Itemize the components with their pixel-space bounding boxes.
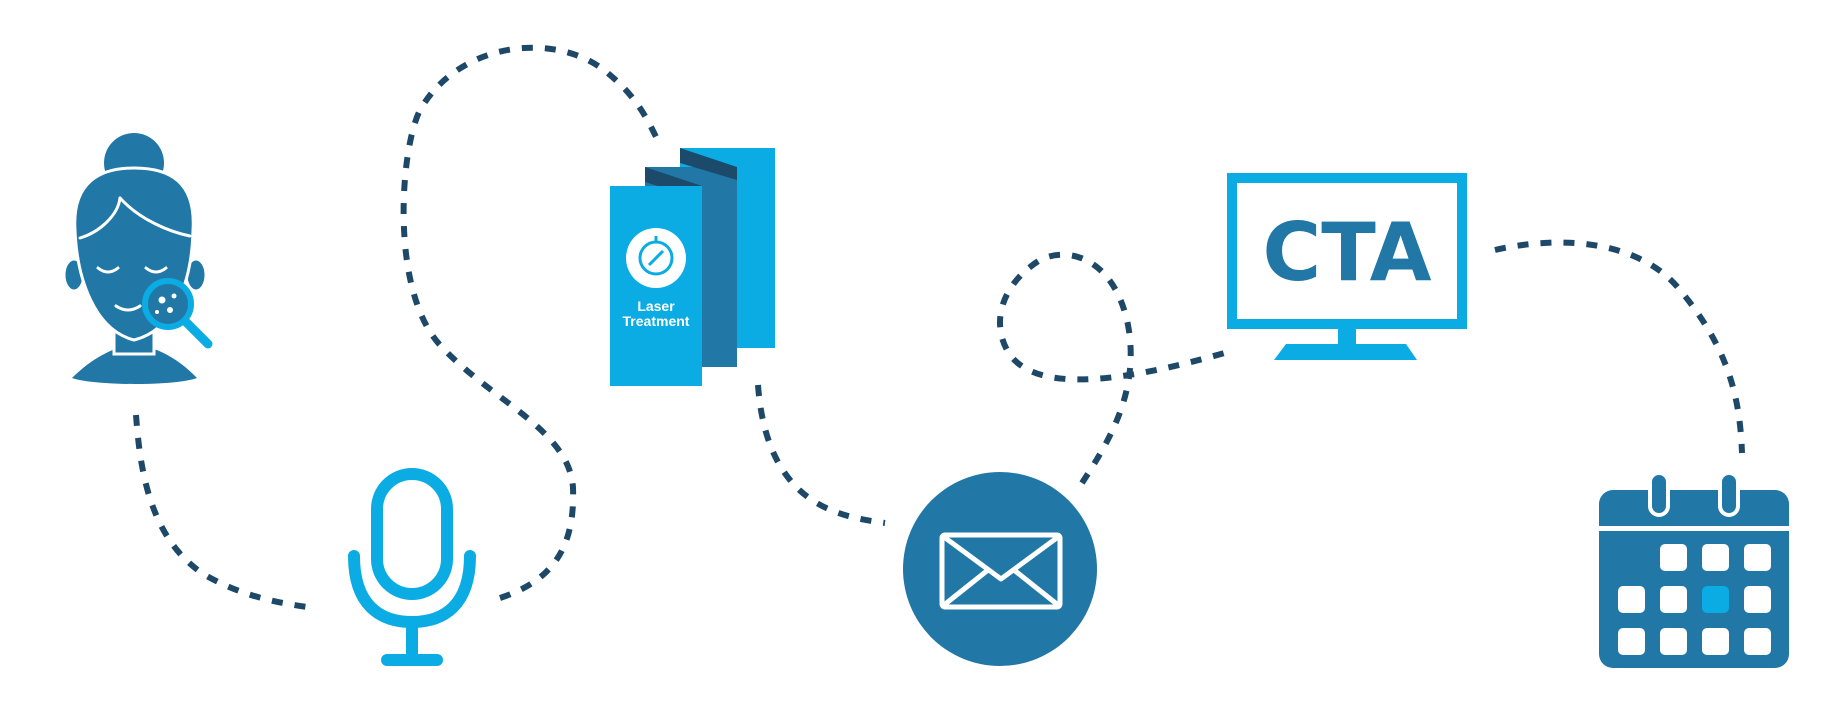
- calendar-day: [1660, 544, 1687, 571]
- path-email-to-cta: [997, 251, 1229, 485]
- laser-icon-beam: [647, 249, 665, 267]
- brochure-label-line2: Treatment: [623, 313, 690, 329]
- brochure-label-line1: Laser: [637, 298, 675, 314]
- hair-strand: [78, 196, 122, 240]
- monitor-icon: CTA: [1227, 173, 1467, 360]
- email-circle: [903, 472, 1097, 666]
- mic-capsule: [371, 468, 453, 600]
- monitor-base: [1274, 344, 1417, 360]
- calendar-day: [1660, 628, 1687, 655]
- calendar-day: [1744, 586, 1771, 613]
- woman-with-magnifier-icon: [62, 133, 213, 384]
- acne-dot: [167, 307, 173, 313]
- hair-strand-right: [118, 196, 192, 238]
- acne-dot: [171, 293, 177, 299]
- brochure-fold-top: [680, 148, 737, 180]
- calendar-day: [1702, 628, 1729, 655]
- calendar-day: [1744, 628, 1771, 655]
- cta-label: CTA: [1263, 206, 1432, 299]
- path-cta-to-calendar: [1494, 239, 1745, 454]
- monitor-neck: [1338, 329, 1356, 347]
- magnifier-handle: [179, 315, 213, 349]
- calendar-day: [1618, 628, 1645, 655]
- calendar-ring-right: [1718, 471, 1740, 517]
- journey-path: [133, 44, 1745, 611]
- calendar-day: [1660, 586, 1687, 613]
- calendar-header-divider: [1599, 526, 1789, 531]
- shoulders: [72, 345, 197, 384]
- acne-dot: [155, 310, 159, 314]
- envelope-flap: [942, 534, 1060, 582]
- calendar-day: [1702, 544, 1729, 571]
- calendar-body: [1599, 490, 1789, 668]
- acne-dot: [158, 296, 166, 304]
- envelope-fold-left: [942, 568, 990, 607]
- calendar-icon: [1599, 471, 1789, 668]
- envelope-body: [939, 532, 1063, 610]
- path-patient-to-mic: [133, 414, 316, 611]
- calendar-grid: [1618, 544, 1771, 655]
- magnifier-lens: [142, 278, 194, 330]
- brochure-icon: Laser Treatment: [610, 148, 775, 386]
- monitor-screen: [1227, 173, 1467, 329]
- calendar-day-highlighted: [1702, 586, 1729, 613]
- path-brochure-to-email: [755, 384, 886, 526]
- eye-right: [144, 266, 168, 274]
- smile: [114, 304, 142, 312]
- envelope-fold-right: [1012, 568, 1060, 607]
- eye-left: [96, 266, 120, 274]
- envelope-icon: [903, 472, 1097, 666]
- calendar-day: [1744, 544, 1771, 571]
- calendar-day: [1618, 586, 1645, 613]
- microphone-icon: [348, 468, 476, 666]
- calendar-ring-left: [1648, 471, 1670, 517]
